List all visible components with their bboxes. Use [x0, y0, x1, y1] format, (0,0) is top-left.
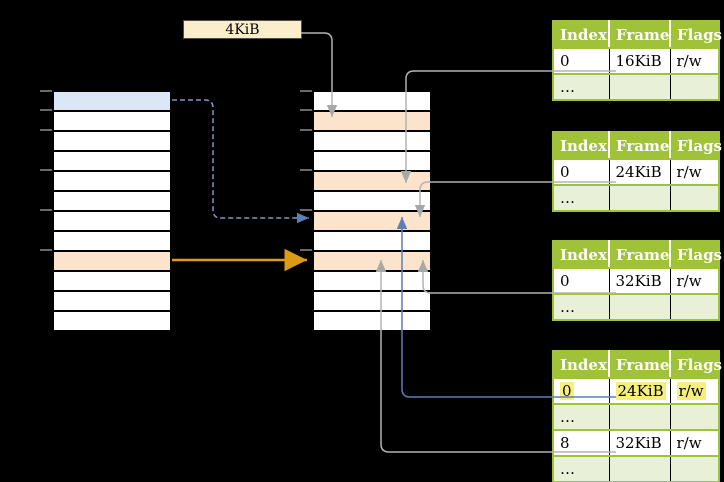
memory-row-white: [54, 312, 170, 330]
memory-row-white: [314, 232, 430, 252]
table-cell: r/w: [669, 267, 719, 294]
column-header-index: Index: [553, 351, 609, 379]
highlighted-value: 0: [560, 382, 574, 400]
table-cell: [608, 184, 670, 211]
memory-row-white: [314, 312, 430, 330]
memory-row-white: [314, 152, 430, 172]
table-row: …: [553, 73, 719, 100]
memory-row-orange: [314, 172, 430, 192]
table-cell: …: [553, 455, 609, 482]
column-header-flags: Flags: [669, 132, 722, 160]
table-cell: [669, 455, 719, 482]
column-header-index: Index: [553, 132, 609, 160]
table-cell: [608, 73, 670, 100]
table-cell: [669, 293, 719, 320]
table-cell: 24KiB: [608, 158, 670, 185]
table-cell: …: [553, 293, 609, 320]
highlighted-value: 24KiB: [615, 382, 666, 400]
table-cell: r/w: [669, 47, 719, 74]
memory-row-white: [54, 172, 170, 192]
memory-row-blue: [54, 92, 170, 112]
column-header-index: Index: [553, 241, 609, 269]
table-cell: r/w: [669, 377, 719, 404]
memory-row-white: [54, 212, 170, 232]
memory-row-orange: [54, 252, 170, 272]
table-cell: 0: [553, 47, 609, 74]
memory-row-orange: [314, 112, 430, 132]
table-cell: 32KiB: [608, 267, 670, 294]
table-cell: 16KiB: [608, 47, 670, 74]
memory-row-orange: [314, 212, 430, 232]
table-cell: r/w: [669, 158, 719, 185]
column-header-flags: Flags: [669, 21, 722, 49]
table-cell: …: [553, 73, 609, 100]
memory-row-white: [314, 272, 430, 292]
table-cell: …: [553, 184, 609, 211]
memory-row-white: [314, 292, 430, 312]
table-cell: [669, 403, 719, 430]
table-cell: …: [553, 403, 609, 430]
column-header-frame: Frame: [608, 351, 670, 379]
frame-size-label-text: 4KiB: [225, 21, 260, 38]
table-row: …: [553, 455, 719, 482]
frame-size-label: 4KiB: [183, 20, 302, 39]
column-header-frame: Frame: [608, 241, 670, 269]
memory-row-white: [54, 152, 170, 172]
highlighted-value: r/w: [676, 382, 706, 400]
memory-row-white: [314, 92, 430, 112]
table-cell: 8: [553, 429, 609, 456]
table-cell: [608, 403, 670, 430]
memory-row-white: [54, 232, 170, 252]
memory-row-orange: [314, 252, 430, 272]
table-cell: 32KiB: [608, 429, 670, 456]
table-cell: [608, 455, 670, 482]
virtual-memory-column: [52, 90, 172, 332]
arrow-virtual-translation-dashed: [172, 99, 309, 224]
table-row: …: [553, 293, 719, 320]
column-header-flags: Flags: [669, 351, 722, 379]
table-cell: 0: [553, 377, 609, 404]
table-cell: [669, 184, 719, 211]
physical-memory-column: [312, 90, 432, 332]
memory-row-white: [314, 192, 430, 212]
memory-row-white: [54, 292, 170, 312]
column-header-frame: Frame: [608, 132, 670, 160]
memory-row-white: [54, 192, 170, 212]
table-cell: [669, 73, 719, 100]
column-header-index: Index: [553, 21, 609, 49]
memory-row-white: [54, 272, 170, 292]
table-row: …: [553, 184, 719, 211]
column-header-flags: Flags: [669, 241, 722, 269]
table-cell: 0: [553, 158, 609, 185]
table-cell: 0: [553, 267, 609, 294]
table-row: …: [553, 403, 719, 430]
table-cell: r/w: [669, 429, 719, 456]
table-cell: [608, 293, 670, 320]
column-header-frame: Frame: [608, 21, 670, 49]
memory-row-white: [54, 112, 170, 132]
memory-row-white: [54, 132, 170, 152]
table-row: 0 24KiB r/w: [553, 377, 719, 404]
memory-row-white: [314, 132, 430, 152]
table-cell: 24KiB: [608, 377, 670, 404]
